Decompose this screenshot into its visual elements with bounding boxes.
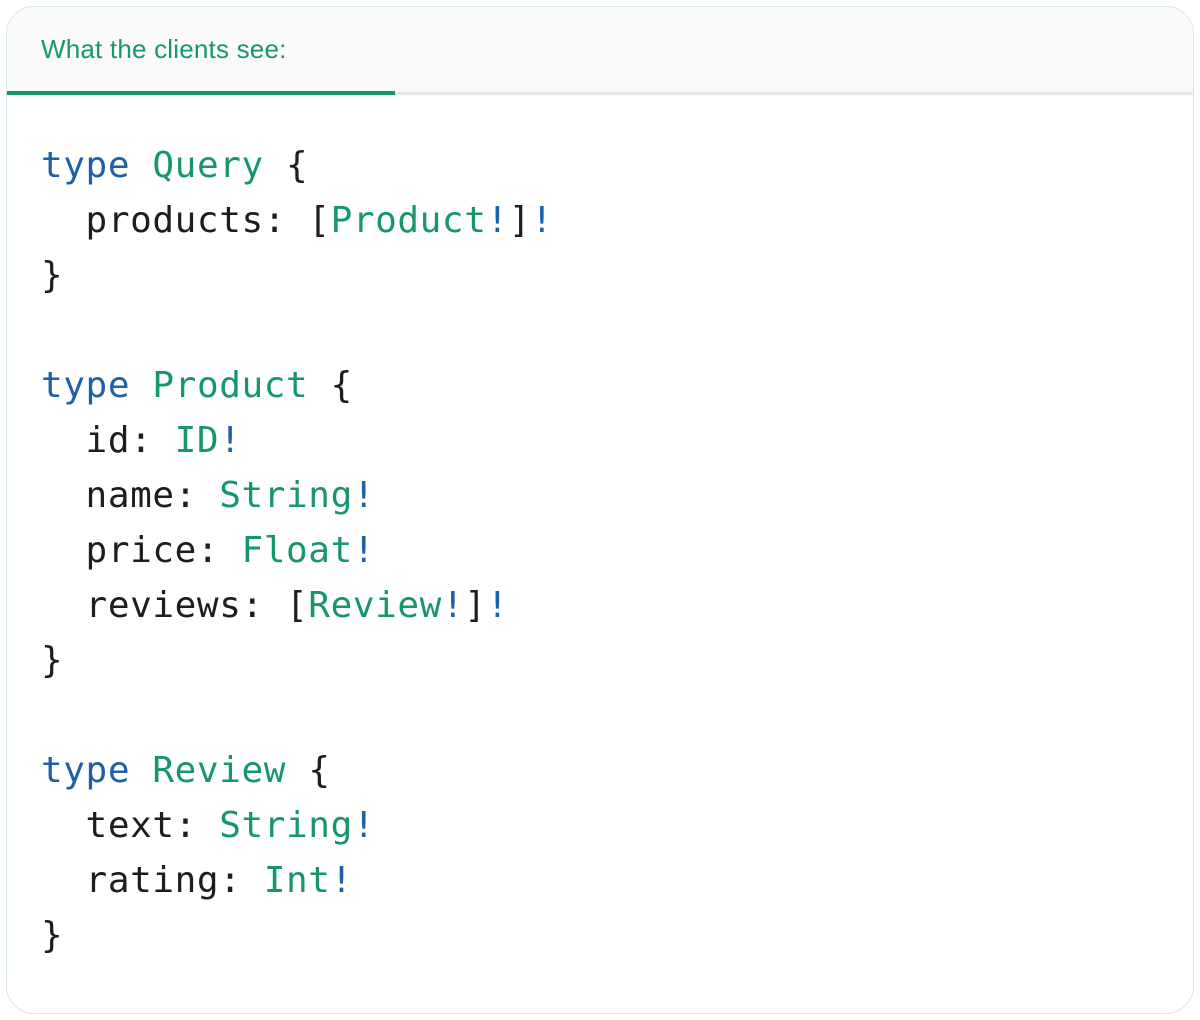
code-line: type Query { (41, 138, 1173, 193)
code-token-pl: text: (41, 805, 220, 846)
code-line (41, 688, 1173, 743)
code-token-pl: rating: (41, 860, 264, 901)
code-token-kw: type (41, 365, 131, 406)
code-token-ty: Product (152, 365, 309, 406)
code-token-pl (130, 365, 152, 406)
panel-header: What the clients see: (7, 7, 1193, 95)
code-line: rating: Int! (41, 853, 1173, 908)
code-token-ty: Review (152, 750, 287, 791)
code-token-bang: ! (531, 200, 554, 241)
code-token-ty: Int (263, 860, 331, 901)
code-line: id: ID! (41, 413, 1173, 468)
graphql-schema-code: type Query { products: [Product!]!} type… (7, 95, 1193, 963)
code-token-pl: } (41, 255, 64, 296)
code-token-ty: ID (174, 420, 220, 461)
code-line: type Product { (41, 358, 1173, 413)
active-tab-underline (7, 91, 395, 95)
code-panel: What the clients see: type Query { produ… (6, 6, 1194, 1014)
code-line: } (41, 633, 1173, 688)
code-token-ty: String (219, 475, 353, 516)
code-token-bang: ! (486, 200, 509, 241)
code-token-bang: ! (330, 860, 353, 901)
code-token-pl: { (263, 145, 309, 186)
code-token-pl (130, 145, 152, 186)
code-token-pl: price: (41, 530, 242, 571)
code-token-pl: name: (41, 475, 220, 516)
code-token-pl (130, 750, 152, 791)
code-token-ty: Product (330, 200, 487, 241)
code-line: type Review { (41, 743, 1173, 798)
code-line: } (41, 908, 1173, 963)
code-line: name: String! (41, 468, 1173, 523)
code-token-pl: reviews: [ (41, 585, 309, 626)
code-token-ty: String (219, 805, 353, 846)
code-token-kw: type (41, 750, 131, 791)
code-token-bang: ! (352, 475, 376, 516)
code-token-ty: Query (152, 145, 264, 186)
code-line: reviews: [Review!]! (41, 578, 1173, 633)
code-token-pl: } (41, 915, 64, 956)
code-token-bang: ! (352, 530, 376, 571)
tab-label: What the clients see: (41, 34, 287, 64)
code-token-pl: products: [ (41, 200, 331, 241)
code-token-pl: id: (41, 420, 175, 461)
code-token-bang: ! (441, 585, 465, 626)
code-token-bang: ! (219, 420, 242, 461)
code-token-ty: Float (241, 530, 353, 571)
code-line (41, 303, 1173, 358)
code-line: text: String! (41, 798, 1173, 853)
code-line: products: [Product!]! (41, 193, 1173, 248)
code-token-ty: Review (308, 585, 442, 626)
code-token-kw: type (41, 145, 131, 186)
code-line: price: Float! (41, 523, 1173, 578)
code-token-bang: ! (352, 805, 376, 846)
code-token-bang: ! (486, 585, 509, 626)
code-token-pl: ] (508, 200, 532, 241)
code-token-pl: ] (464, 585, 487, 626)
code-line: } (41, 248, 1173, 303)
code-token-pl: { (286, 750, 331, 791)
tab-what-clients-see[interactable]: What the clients see: (7, 7, 395, 92)
code-token-pl: { (308, 365, 353, 406)
code-token-pl: } (41, 640, 64, 681)
